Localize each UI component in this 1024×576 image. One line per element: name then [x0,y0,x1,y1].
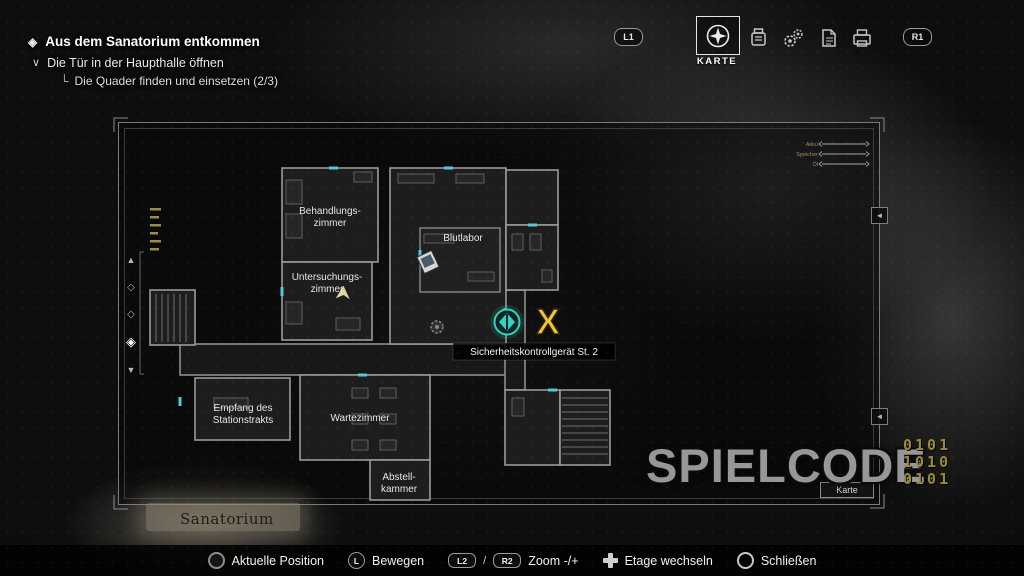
x-marker[interactable]: X [535,300,561,343]
objective-task-text: Die Quader finden und einsetzen (2/3) [74,74,278,88]
tab-map-label: KARTE [696,56,738,67]
objective-main: ◈ Aus dem Sanatorium entkommen [28,34,278,49]
r1-button[interactable]: R1 [903,28,932,46]
status-row-label: Öl [813,161,819,168]
room-label: Stationstrakts [213,415,274,426]
watermark-code: 0101 1010 0101 [903,437,951,488]
room-label: Empfang des [214,403,273,414]
map-page-marker-icon[interactable]: ◄ [871,408,888,425]
tab-crafting[interactable] [780,25,806,51]
watermark-code-line: 1010 [903,453,952,471]
location-label: Sanatorium [180,510,274,528]
control-label: Bewegen [372,553,425,568]
objective-task: └ Die Quader finden und einsetzen (2/3) [60,74,278,88]
watermark-brand: SPIELCODE [646,439,927,492]
control-change-floor[interactable]: Etage wechseln [602,553,713,568]
room-label: Behandlungs- [299,206,361,217]
dpad-icon [602,553,618,568]
marker-label: Sicherheitskontrollgerät St. 2 [470,347,598,358]
objective-main-text: Aus dem Sanatorium entkommen [45,34,260,49]
objective-diamond-icon: ◈ [28,34,38,49]
objective-sub: ∨ Die Tür in der Haupthalle öffnen [32,56,278,70]
status-row-label: Speicher [796,152,818,158]
documents-icon [822,29,836,47]
l1-button[interactable]: L1 [614,28,643,46]
compass-icon [706,24,730,47]
room-label: Abstell- [382,472,415,483]
room-label: Wartezimmer [330,413,390,424]
circle-button-icon [736,552,754,569]
svg-text:X: X [536,301,560,342]
control-move[interactable]: L Bewegen [348,552,424,569]
r2-button-icon: R2 [493,553,522,568]
tab-storage[interactable] [849,25,875,51]
room-label: Blutlabor [443,233,483,244]
controls-bar: Aktuelle Position L Bewegen L2 / R2 Zoom… [0,545,1024,576]
stairwell-left [149,289,196,346]
objective-sub-text: Die Tür in der Haupthalle öffnen [47,56,224,70]
control-label: Etage wechseln [624,553,713,568]
storage-icon [853,29,871,47]
tab-map-selected[interactable] [696,16,740,55]
control-zoom[interactable]: L2 / R2 Zoom -/+ [448,553,579,568]
status-row-label: Akku [806,142,818,148]
watermark-code-line: 0101 [903,470,952,488]
separator: / [483,554,487,567]
l2-button-icon: L2 [448,553,477,568]
left-stick-icon: L [348,552,365,569]
control-label: Zoom -/+ [528,553,579,568]
room-label: zimmer [311,284,344,295]
control-current-position[interactable]: Aktuelle Position [207,552,324,569]
room-label: Untersuchungs- [292,272,363,283]
tab-documents[interactable] [815,25,841,51]
marker-tooltip: Sicherheitskontrollgerät St. 2 [452,342,616,361]
floor-option-icon[interactable]: ◇ [127,309,135,320]
chevron-down-icon: ∨ [32,57,41,69]
crafting-icon [784,29,803,47]
floor-option-icon[interactable]: ◇ [127,282,135,293]
branch-icon: └ [60,74,69,88]
map-page-marker-icon[interactable]: ◄ [871,207,888,224]
objective-marker[interactable] [490,305,524,339]
floor-current-icon[interactable]: ◈ [126,334,136,349]
room-label: zimmer [314,218,347,229]
inventory-icon [751,28,766,46]
room-top-right [505,169,559,226]
objectives-panel: ◈ Aus dem Sanatorium entkommen ∨ Die Tür… [28,34,278,88]
floor-up-icon[interactable]: ▲ [127,255,136,265]
control-close[interactable]: Schließen [736,552,817,569]
tab-inventory[interactable] [745,24,771,50]
gear-marker-icon[interactable] [430,320,444,334]
control-label: Aktuelle Position [231,553,324,568]
floor-down-icon[interactable]: ▼ [127,365,136,375]
room-label: kammer [381,484,418,495]
watermark-code-line: 0101 [903,436,952,454]
touchpad-button-icon [207,552,225,569]
control-label: Schließen [760,553,817,568]
